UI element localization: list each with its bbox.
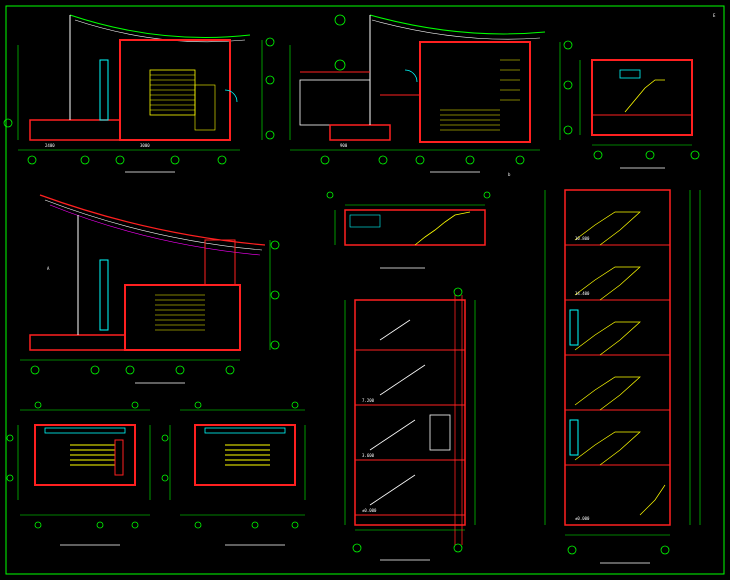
panel-mark: b xyxy=(508,172,511,177)
dim-label: 14.400 xyxy=(575,291,590,296)
panel-middle-tall-section: ±0.000 3.600 7.200 xyxy=(344,287,476,561)
dim-label: 3000 xyxy=(140,143,150,148)
panel-middle-left-plan: A xyxy=(20,194,280,384)
dim-label: 2400 xyxy=(45,143,55,148)
dim-label: 7.200 xyxy=(362,398,375,403)
dim-label: ±0.000 xyxy=(362,508,377,513)
panel-bottom-left-plan xyxy=(6,401,151,546)
dim-label: 3.600 xyxy=(362,453,375,458)
panel-bottom-middle-left-plan xyxy=(161,401,306,546)
panel-mark: A xyxy=(47,266,50,271)
panel-top-right-section xyxy=(579,59,700,169)
dim-label: 900 xyxy=(340,143,348,148)
panel-middle-section xyxy=(326,191,491,269)
sheet-frame xyxy=(5,5,725,575)
panel-right-tall-section: ±0.000 14.400 10.800 xyxy=(544,189,701,564)
corner-mark: E xyxy=(713,13,716,18)
panel-top-middle-plan: 900 b xyxy=(289,14,573,177)
dim-label: 10.800 xyxy=(575,236,590,241)
panel-top-left-plan: 2400 3000 xyxy=(3,14,275,173)
dim-label: ±0.000 xyxy=(575,516,590,521)
